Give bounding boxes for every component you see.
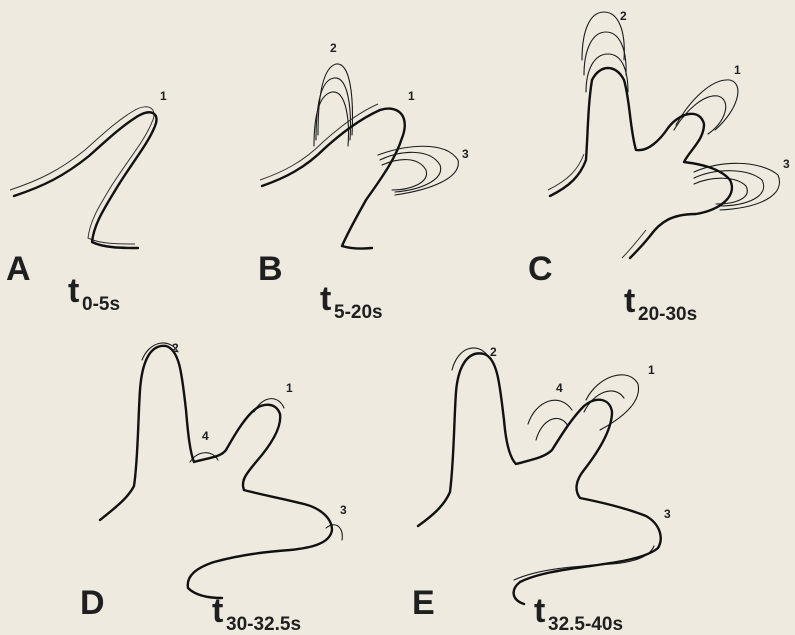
time-subscript: 32.5-40s: [548, 614, 623, 635]
panel-letter-d: D: [80, 584, 105, 622]
pseudopod-label-1: 1: [408, 89, 415, 103]
time-label-b: t 5-20s: [320, 280, 383, 323]
panel-e-outline: [418, 348, 661, 604]
panel-b-outline: [260, 64, 458, 249]
time-subscript: 20-30s: [638, 304, 697, 325]
time-prefix: t: [624, 282, 635, 320]
pseudopod-label-1: 1: [648, 363, 655, 377]
time-prefix: t: [320, 280, 331, 318]
pseudopod-label-3: 3: [664, 507, 671, 521]
pseudopod-label-2: 2: [490, 345, 497, 359]
pseudopod-label-3: 3: [783, 157, 790, 171]
panel-a-outline: [10, 107, 156, 248]
time-subscript: 0-5s: [82, 294, 120, 315]
panel-e: 1 2 3 4 E t 32.5-40s: [412, 345, 671, 635]
pseudopod-label-2: 2: [620, 9, 627, 23]
pseudopod-label-3: 3: [462, 147, 469, 161]
panel-c-outline: [548, 12, 779, 258]
panel-a: 1 A t 0-5s: [6, 89, 167, 315]
pseudopod-label-3: 3: [340, 503, 347, 517]
time-subscript: 30-32.5s: [226, 614, 301, 635]
time-label-e: t 32.5-40s: [534, 592, 623, 635]
time-prefix: t: [534, 592, 545, 630]
panel-d-outline: [100, 343, 342, 598]
pseudopod-label-4: 4: [202, 429, 209, 443]
pseudopod-label-1: 1: [734, 63, 741, 77]
pseudopod-label-1: 1: [160, 89, 167, 103]
panel-letter-a: A: [6, 250, 31, 288]
panel-d: 1 2 3 4 D t 30-32.5s: [80, 341, 347, 635]
time-subscript: 5-20s: [334, 302, 383, 323]
time-prefix: t: [68, 272, 79, 310]
panel-letter-c: C: [528, 250, 553, 288]
time-label-a: t 0-5s: [68, 272, 120, 315]
time-label-d: t 30-32.5s: [212, 592, 301, 635]
pseudopod-label-1: 1: [286, 381, 293, 395]
time-label-c: t 20-30s: [624, 282, 697, 325]
pseudopod-label-4: 4: [556, 381, 563, 395]
pseudopod-label-2: 2: [172, 341, 179, 355]
panel-letter-e: E: [412, 584, 435, 622]
pseudopod-label-2: 2: [330, 41, 337, 55]
panel-c: 1 2 3 C t 20-30s: [528, 9, 790, 325]
time-prefix: t: [212, 592, 223, 630]
panel-b: 1 2 3 B t 5-20s: [258, 41, 469, 323]
panel-letter-b: B: [258, 250, 283, 288]
